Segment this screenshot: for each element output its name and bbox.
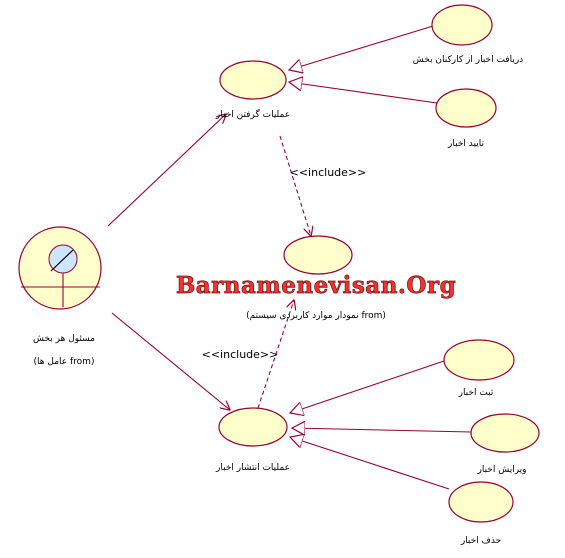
watermark-text: Barnamenevisan.Org xyxy=(176,272,456,299)
actor-subtitle: (عامل ها from) xyxy=(34,357,95,367)
use-case-system-label: (نمودار موارد کاربردی سیستم from) xyxy=(246,311,386,321)
use-case-approve-news[interactable] xyxy=(435,88,497,128)
generalization-edit-to-publish xyxy=(292,428,472,432)
include-stereotype-bottom: <<include>> xyxy=(202,348,279,361)
use-case-publish-news-label: عملیات انتشار اخبار xyxy=(215,463,290,473)
use-case-register-news[interactable] xyxy=(443,339,515,381)
use-case-edit-news-label: ویرایش اخبار xyxy=(476,465,526,475)
use-case-approve-news-label: تایید اخبار xyxy=(447,139,484,149)
generalization-delete-to-publish xyxy=(290,437,450,490)
actor-icon xyxy=(18,226,102,310)
use-case-edit-news[interactable] xyxy=(470,413,540,453)
generalization-approve-to-receive xyxy=(289,82,438,104)
actor-name: مسئول هر بخش xyxy=(33,334,95,344)
use-case-system[interactable] xyxy=(283,235,353,275)
use-case-receive-news-label: عملیات گرفتن اخبار xyxy=(215,108,290,120)
use-case-delete-news-label: حذف اخبار xyxy=(460,536,501,546)
include-dependency-top xyxy=(279,135,311,236)
use-case-delete-news[interactable] xyxy=(448,481,514,523)
generalization-register-to-publish xyxy=(290,360,445,413)
association-actor-receive xyxy=(107,114,226,227)
use-case-publish-news[interactable] xyxy=(218,407,288,447)
association-actor-publish xyxy=(111,312,230,410)
include-dependency-bottom xyxy=(257,300,294,409)
include-stereotype-top: <<include>> xyxy=(290,166,367,179)
use-case-receive-from-staff-label: دریافت اخبار از کارکنان بخش xyxy=(413,55,523,65)
use-case-receive-from-staff[interactable] xyxy=(431,4,493,46)
use-case-receive-news[interactable] xyxy=(219,60,287,100)
generalization-staff-to-receive xyxy=(289,25,434,70)
use-case-register-news-label: ثبت اخبار xyxy=(458,388,494,398)
